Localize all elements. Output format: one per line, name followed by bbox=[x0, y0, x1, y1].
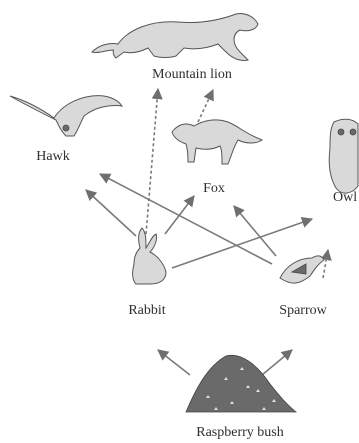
fox-icon bbox=[172, 120, 262, 164]
arrow-rabbit-to-hawk bbox=[86, 190, 136, 236]
label-sparrow: Sparrow bbox=[279, 303, 327, 318]
arrow-bush-to-sparrow bbox=[262, 350, 292, 375]
label-raspberry-bush: Raspberry bush bbox=[196, 425, 284, 440]
label-hawk: Hawk bbox=[36, 149, 69, 164]
arrow-rabbit-to-owl bbox=[172, 219, 312, 268]
arrow-sparrow-to-fox bbox=[234, 206, 276, 256]
rabbit-icon bbox=[133, 228, 166, 284]
arrow-rabbit-to-mountain-lion bbox=[146, 89, 158, 234]
label-mountain-lion: Mountain lion bbox=[152, 67, 232, 82]
sparrow-icon bbox=[280, 256, 324, 283]
owl-icon bbox=[329, 119, 358, 193]
label-fox: Fox bbox=[203, 181, 225, 196]
arrow-bush-to-rabbit bbox=[158, 350, 190, 375]
raspberry-bush-icon bbox=[186, 355, 296, 412]
arrow-fox-to-mountain-lion bbox=[198, 90, 213, 122]
label-rabbit: Rabbit bbox=[128, 303, 165, 318]
arrow-owl-dashed bbox=[323, 250, 328, 278]
mountain-lion-icon bbox=[92, 13, 258, 60]
hawk-icon bbox=[10, 96, 122, 136]
label-owl: Owl bbox=[333, 190, 357, 205]
arrow-sparrow-to-hawk bbox=[100, 174, 272, 264]
